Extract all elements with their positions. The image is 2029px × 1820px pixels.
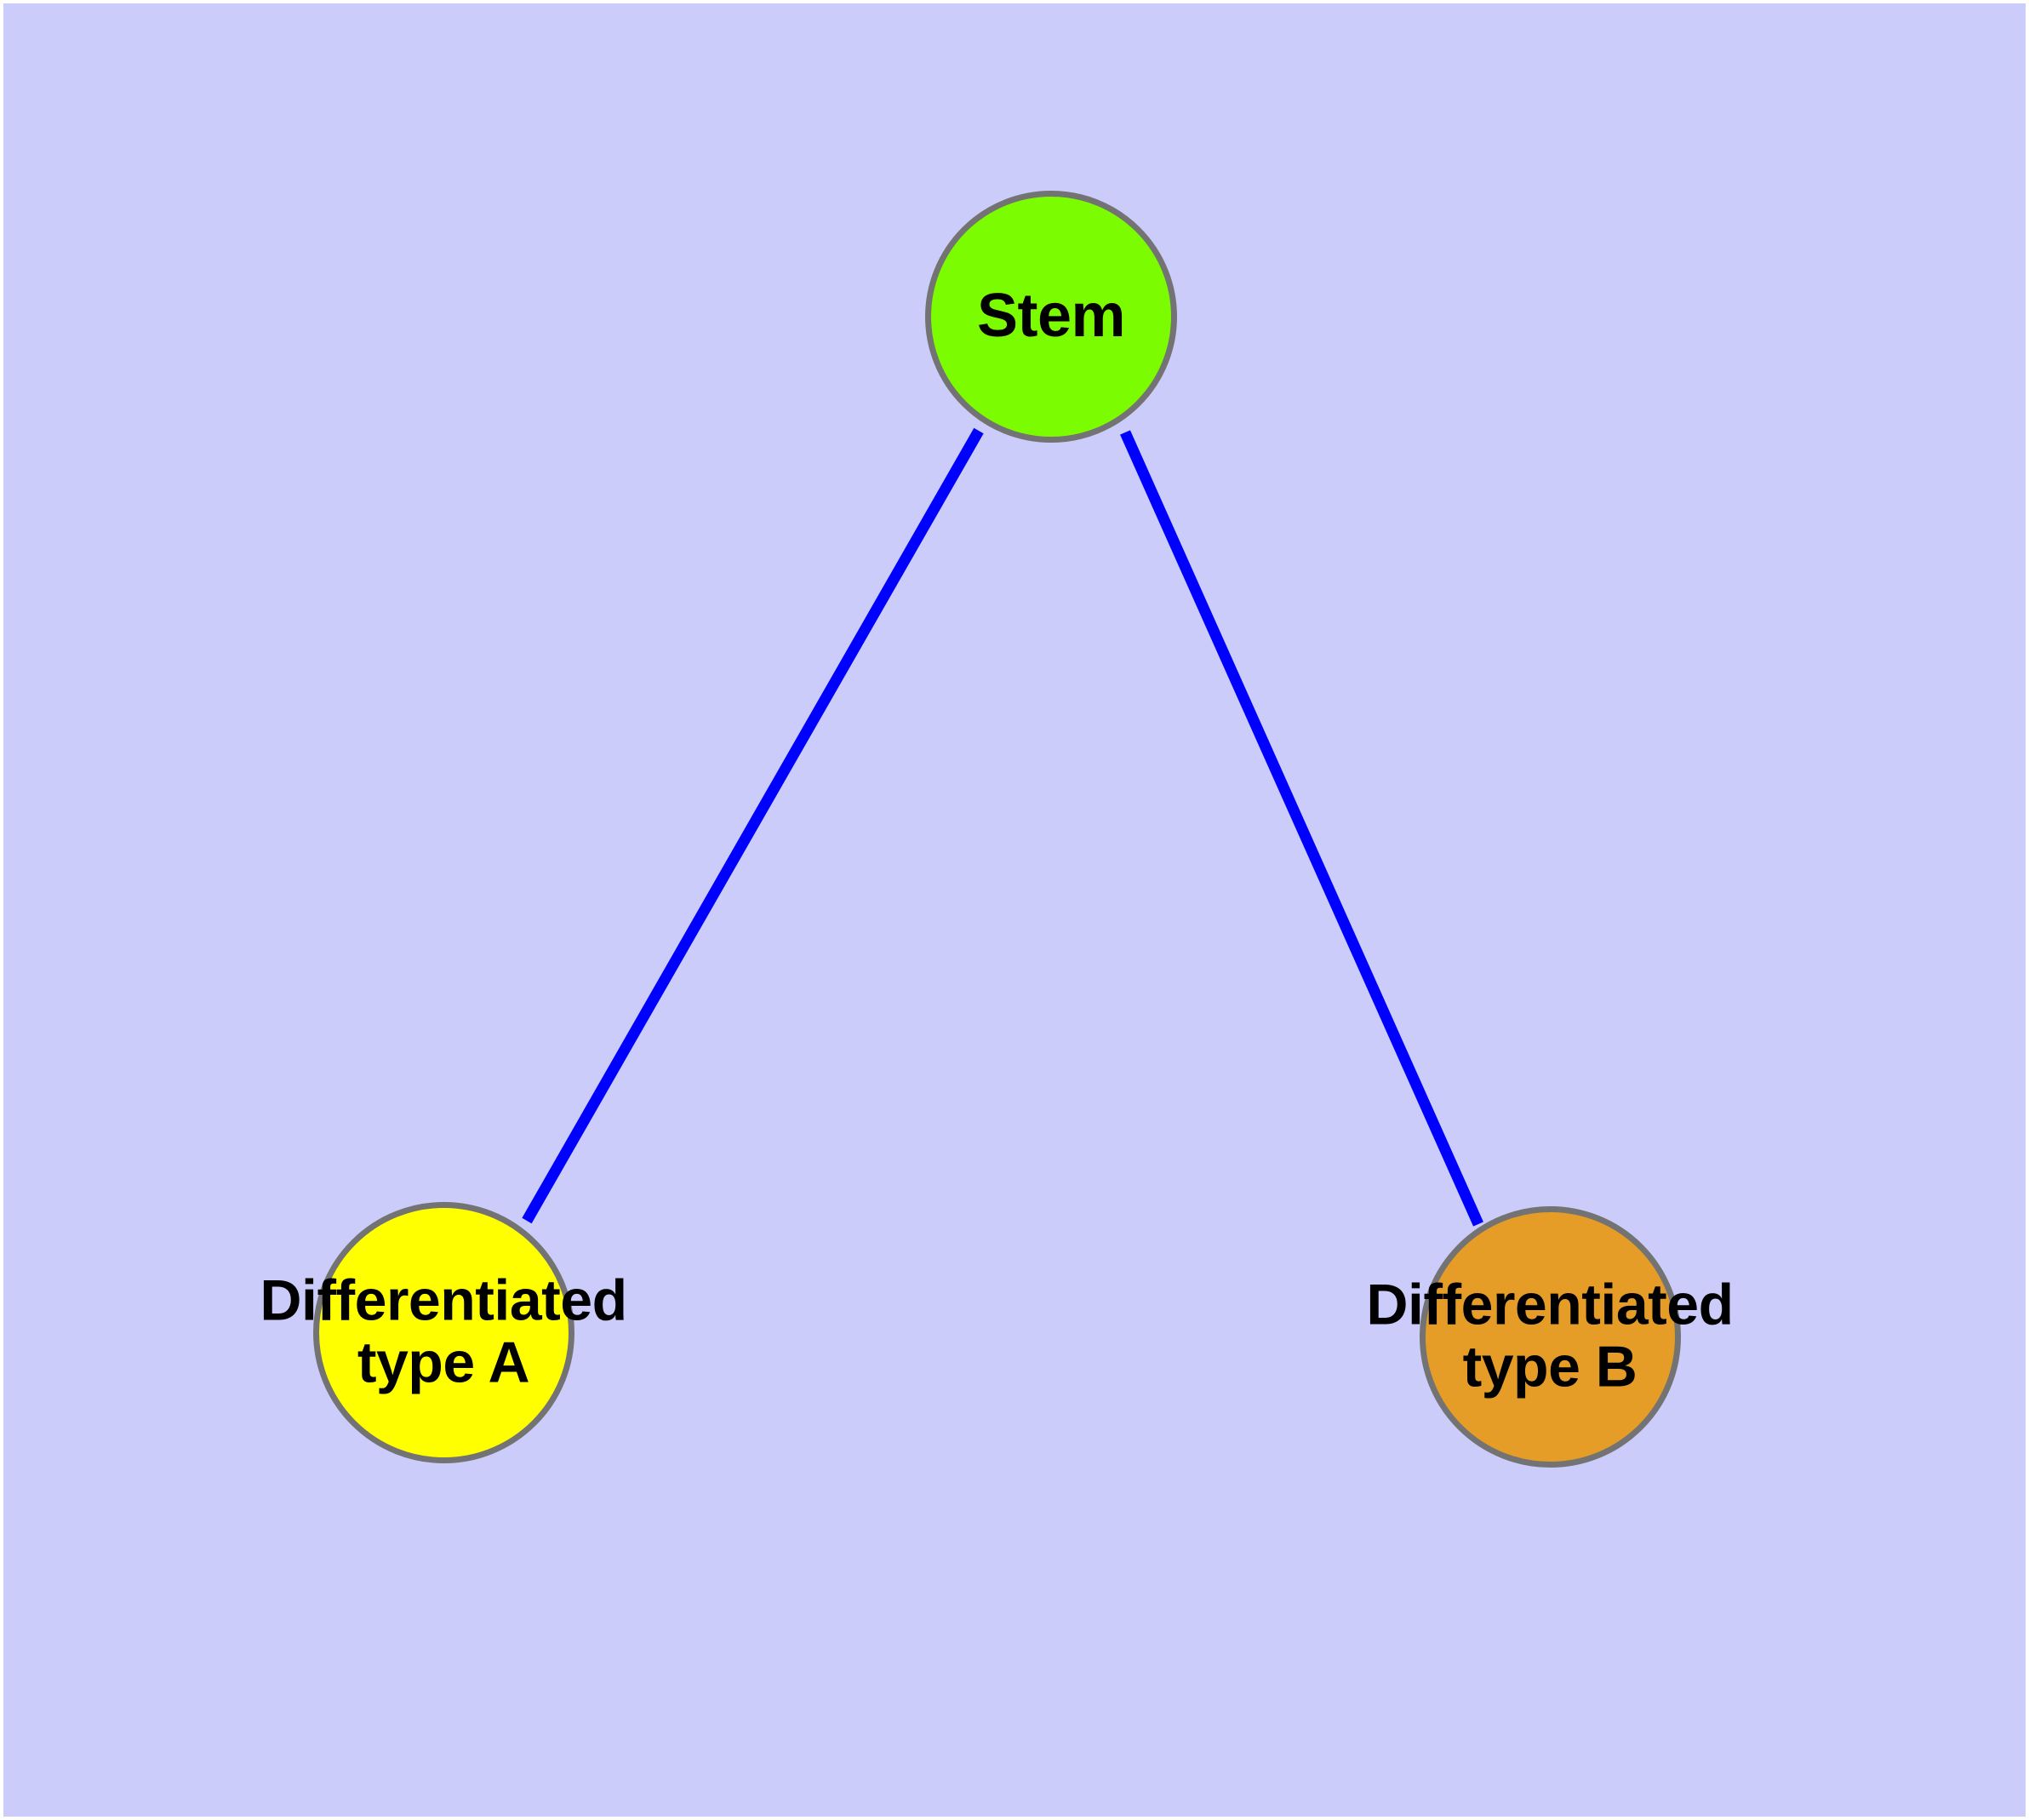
node-differentiated-type-b[interactable]: Differentiated type B <box>1366 1205 1734 1468</box>
node-stem-label: Stem <box>976 282 1126 351</box>
edge-stem-to-type-a <box>522 427 984 1224</box>
node-differentiated-type-a[interactable]: Differentiated type A <box>260 1201 627 1463</box>
edge-stem-to-type-b <box>1120 430 1483 1227</box>
node-stem[interactable]: Stem <box>925 191 1177 443</box>
node-stem-label-line-1: Stem <box>976 282 1126 351</box>
